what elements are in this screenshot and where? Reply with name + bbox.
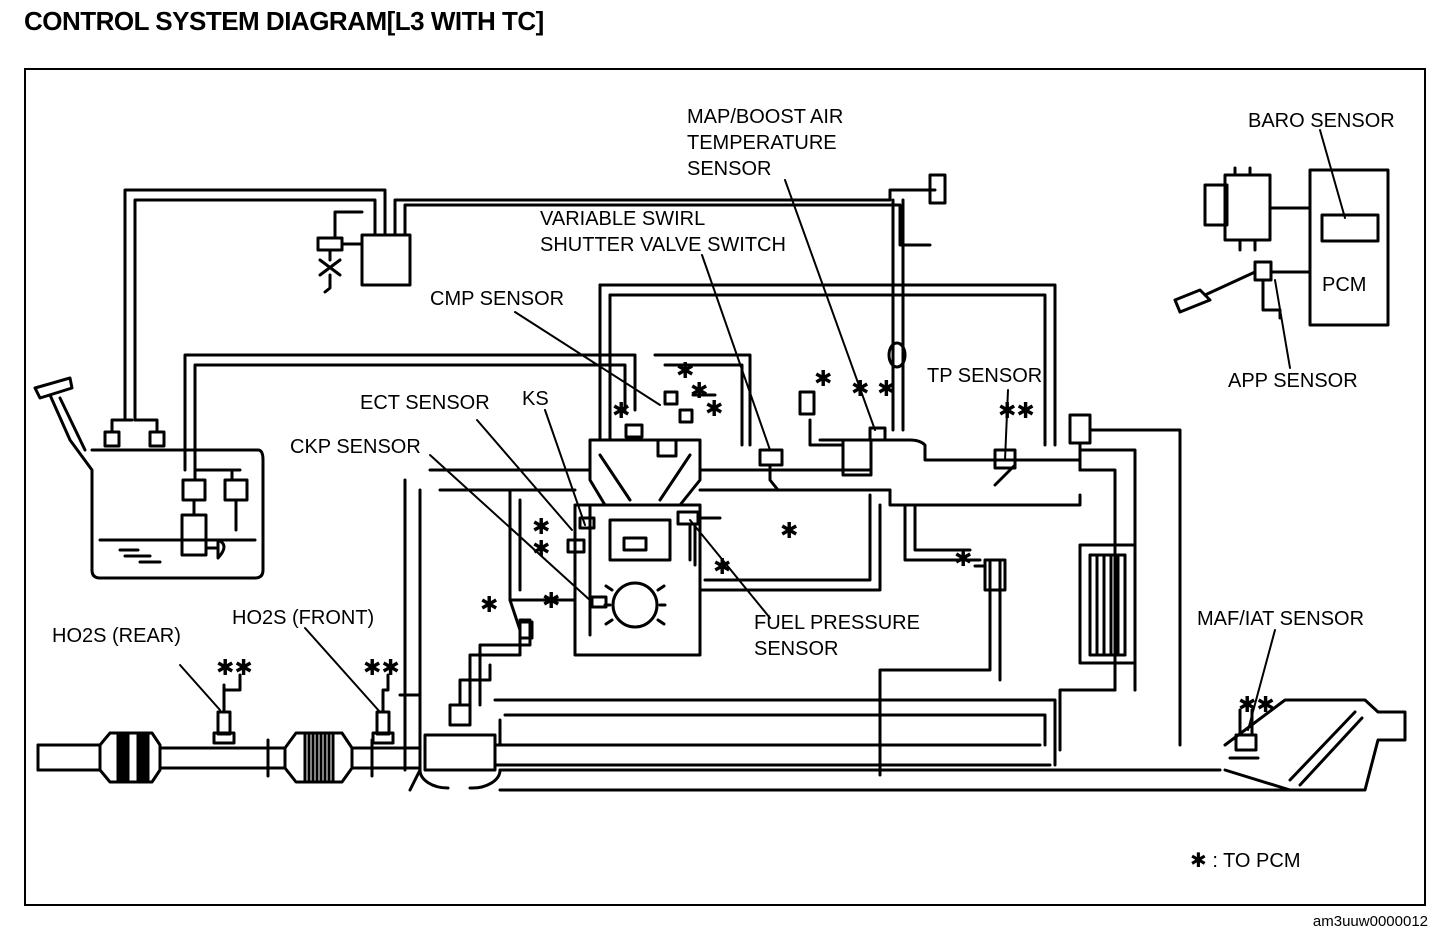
ho2s-front-label: HO2S (FRONT): [232, 607, 375, 629]
ect-sensor-label: ECT SENSOR: [360, 392, 490, 414]
charcoal-canister: [360, 233, 412, 287]
evap-lines: [123, 173, 947, 432]
engine-block: [573, 503, 702, 657]
fuel-pressure-label-line2: SENSOR: [754, 638, 839, 660]
ho2s-front-sensor: [371, 673, 395, 745]
turbocharger: [398, 663, 502, 792]
front-catalytic-converter: [283, 731, 354, 784]
svg-text:✱: ✱: [954, 547, 972, 572]
svg-text:✱: ✱: [542, 589, 560, 614]
svg-text:✱: ✱: [690, 379, 708, 404]
tp-sensor-label: TP SENSOR: [927, 365, 1043, 387]
cmp-sensor-label: CMP SENSOR: [430, 288, 565, 310]
ks-label: KS: [522, 388, 549, 410]
diagram-frame: [24, 68, 1426, 906]
pcm-label: PCM: [1322, 274, 1367, 296]
svg-text:✱ ✱: ✱ ✱: [851, 377, 896, 402]
svg-text:✱✱: ✱✱: [216, 656, 253, 681]
intake-temp-sensor: [1068, 413, 1092, 472]
pcm-box: [1308, 168, 1390, 327]
swirl-valve-label-line1: VARIABLE SWIRL: [540, 208, 706, 230]
svg-text:✱: ✱: [612, 399, 630, 424]
knock-sensor: [578, 516, 596, 530]
map-boost-label-line2: TEMPERATURE: [687, 132, 837, 154]
app-sensor-label: APP SENSOR: [1228, 370, 1358, 392]
air-cleaner: [1223, 698, 1407, 792]
svg-text:✱: ✱: [480, 593, 498, 618]
svg-text:✱: ✱: [780, 519, 798, 544]
svg-text:✱✱: ✱✱: [363, 656, 400, 681]
cam-area: [653, 353, 752, 447]
fuel-tank: [33, 376, 265, 580]
engine-head: [588, 283, 1057, 507]
ckp-sensor-label: CKP SENSOR: [290, 436, 421, 458]
intake-ducts: [1058, 428, 1182, 752]
legend-to-pcm: ✱ : TO PCM: [1190, 850, 1301, 872]
purge-solenoid: [316, 210, 364, 294]
svg-text:✱: ✱: [814, 367, 832, 392]
rear-catalytic-converter: [98, 731, 162, 784]
fuel-pressure-sensor: [676, 510, 722, 567]
image-code: am3uuw0000012: [1312, 913, 1428, 930]
svg-text:✱: ✱: [532, 515, 550, 540]
accelerator-pedal: [1173, 260, 1312, 320]
svg-text:✱✱: ✱✱: [1238, 693, 1275, 718]
intake-manifold: [403, 438, 1082, 777]
map-boost-label-line1: MAP/BOOST AIR: [687, 106, 844, 128]
ect-sensor: [566, 538, 586, 554]
svg-text:✱: ✱: [705, 397, 723, 422]
oil-line: [468, 598, 534, 712]
svg-text:✱: ✱: [676, 359, 694, 384]
ho2s-rear-sensor: [212, 673, 242, 745]
ho2s-rear-label: HO2S (REAR): [52, 625, 181, 647]
exhaust-pipe: [36, 738, 422, 778]
map-boost-label-line3: SENSOR: [687, 158, 772, 180]
diagram-title: CONTROL SYSTEM DIAGRAM[L3 WITH TC]: [24, 6, 544, 36]
map-boost-sensor: [798, 390, 887, 477]
leader-lines: [179, 129, 1346, 731]
fuel-lines: [183, 353, 637, 472]
fuel-pump: [180, 468, 249, 560]
brake-booster: [1203, 166, 1312, 252]
ckp-sensor: [590, 595, 608, 609]
svg-text:✱: ✱: [713, 555, 731, 580]
charge-air-pipes: [493, 698, 1362, 792]
baro-sensor-label: BARO SENSOR: [1248, 110, 1395, 132]
fuel-pressure-label-line1: FUEL PRESSURE: [754, 612, 920, 634]
intercooler: [1078, 543, 1137, 665]
pcm-markers: ✱✱ ✱✱ ✱✱ ✱ ✱ ✱ ✱✱ ✱ ✱ ✱ ✱ ✱ ✱ ✱ ✱ ✱ ✱ ✱: [216, 359, 1275, 718]
svg-text:✱✱: ✱✱: [998, 399, 1035, 424]
maf-iat-sensor-label: MAF/IAT SENSOR: [1197, 608, 1365, 630]
boost-control-valve: [973, 558, 1007, 592]
svg-text:✱: ✱: [532, 537, 550, 562]
swirl-valve-label-line2: SHUTTER VALVE SWITCH: [540, 234, 786, 256]
maf-iat-sensor: [1228, 708, 1260, 760]
